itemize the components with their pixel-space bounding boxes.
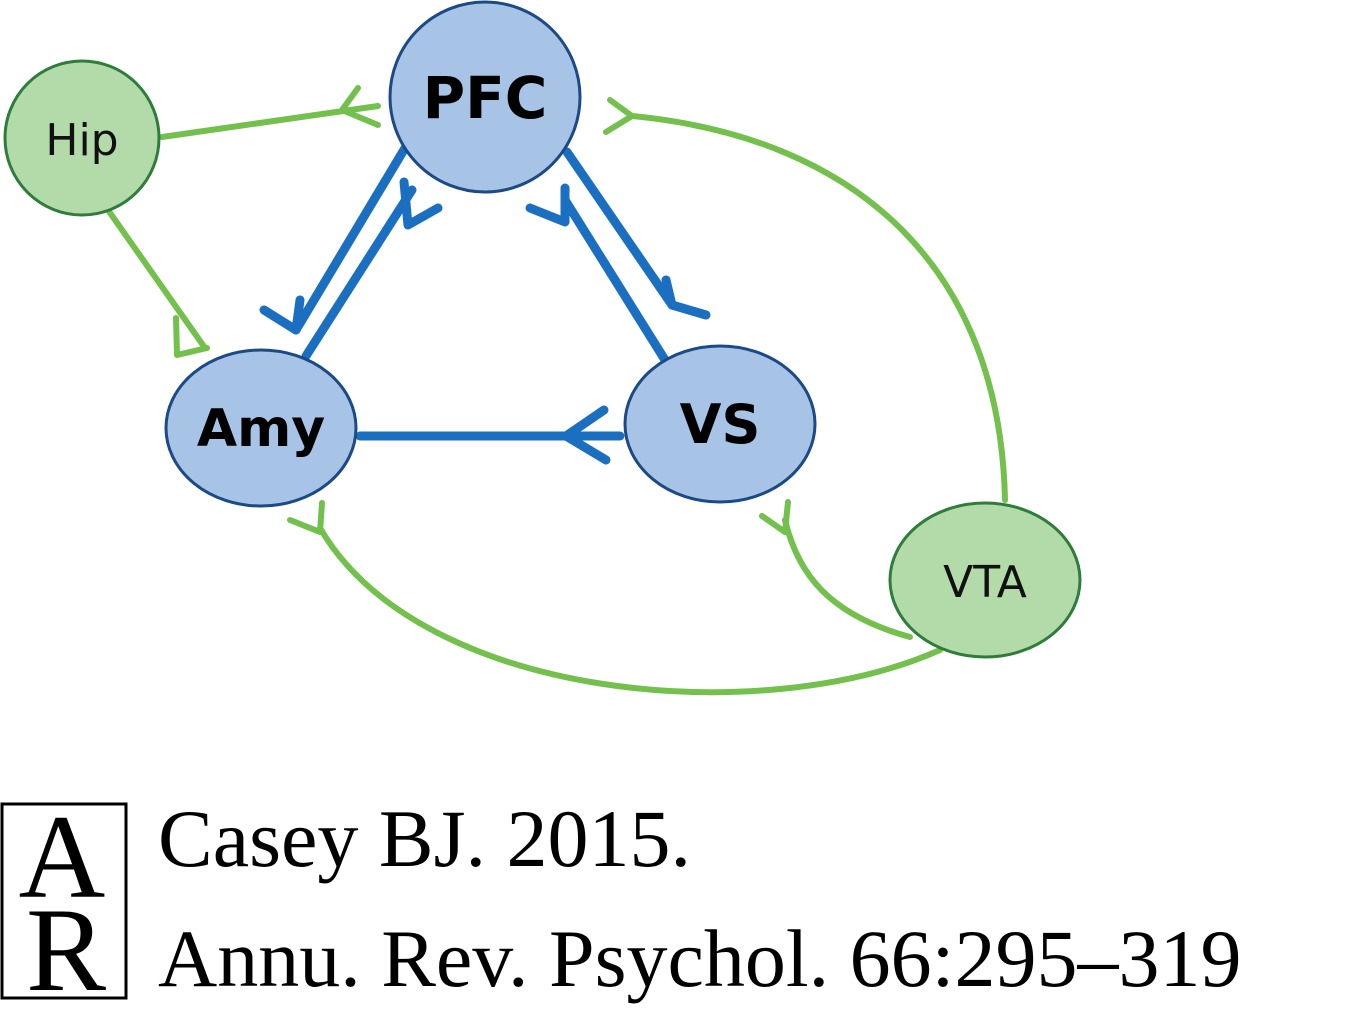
- arrowhead-pfc-vs: [661, 275, 711, 320]
- edge-vs-pfc: [560, 195, 670, 365]
- citation-block: A R Casey BJ. 2015. Annu. Rev. Psychol. …: [0, 790, 1371, 1020]
- arrowhead-vs-amy: [561, 405, 611, 465]
- arrowhead-pfc-amy: [259, 295, 305, 335]
- edge-vta-vs: [782, 517, 913, 640]
- node-amy-label: Amy: [197, 399, 325, 459]
- node-pfc: [388, 0, 582, 194]
- node-amy: [164, 348, 358, 508]
- arrowhead-vta-amy: [287, 500, 325, 535]
- annual-reviews-logo: A R: [0, 802, 128, 1000]
- edge-hip-amy: [105, 207, 208, 351]
- node-hip: [3, 59, 161, 217]
- arrowhead-hip-pfc: [339, 85, 381, 128]
- edge-vta-amy: [317, 525, 943, 696]
- node-vta: [888, 501, 1082, 659]
- node-vs: [623, 344, 817, 504]
- citation-line-2: Annu. Rev. Psychol. 66:295–319: [158, 913, 1242, 1004]
- svg-text:A: A: [19, 802, 106, 923]
- circuit-diagram: PFC Amy VS Hip VTA: [3, 0, 1082, 696]
- node-pfc-label: PFC: [423, 64, 548, 132]
- node-vta-label: VTA: [943, 557, 1027, 608]
- arrowhead-amy-pfc: [399, 177, 443, 230]
- edge-pfc-amy: [291, 143, 410, 335]
- citation-line-1: Casey BJ. 2015.: [158, 793, 691, 884]
- arrowhead-hip-amy: [173, 315, 210, 358]
- arrowhead-vta-pfc: [603, 97, 635, 135]
- edge-vta-pfc: [629, 113, 1008, 503]
- arrowhead-vta-vs: [759, 499, 791, 535]
- edge-pfc-vs: [562, 147, 677, 310]
- node-vs-label: VS: [680, 393, 761, 456]
- edge-amy-pfc: [301, 185, 417, 361]
- arrowhead-vs-pfc: [525, 183, 570, 227]
- node-hip-label: Hip: [45, 115, 118, 166]
- svg-text:R: R: [26, 883, 106, 1000]
